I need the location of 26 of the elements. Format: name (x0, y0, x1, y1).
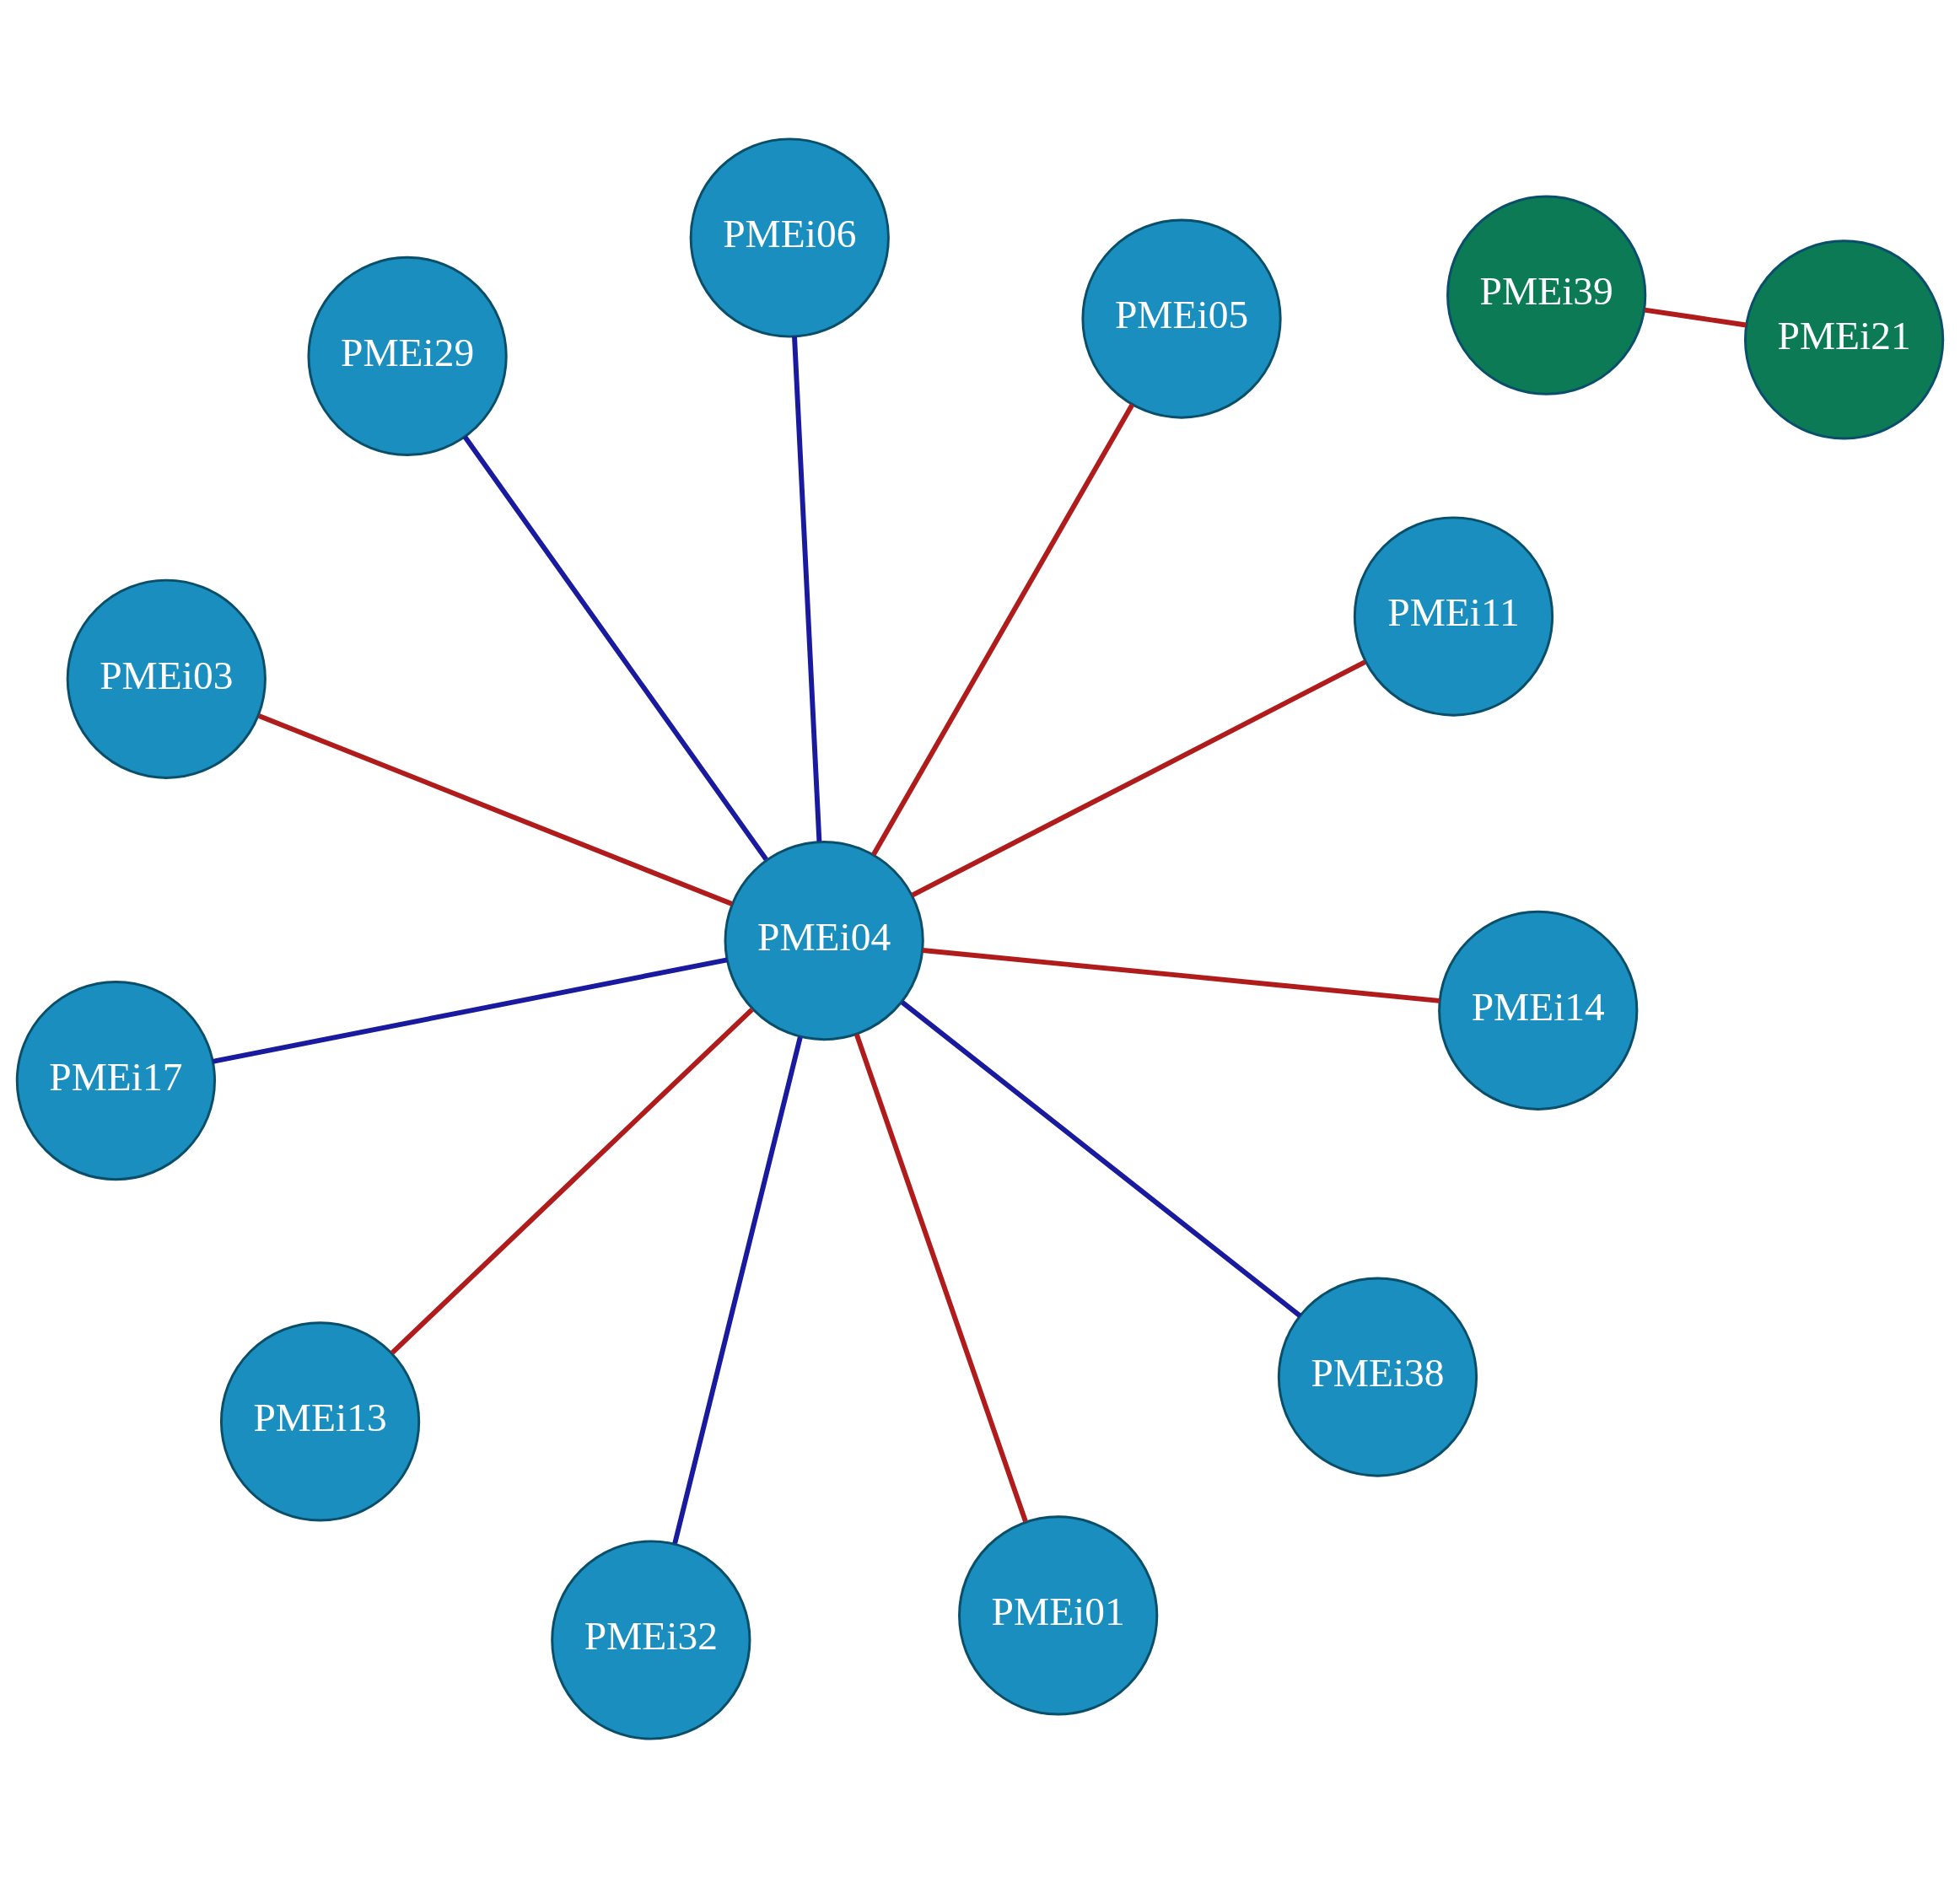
connector (258, 713, 733, 906)
connector (792, 336, 822, 842)
node-circle: PMEi14 (1438, 910, 1639, 1111)
node-circle: PMEi01 (958, 1514, 1159, 1716)
node-circle: PMEi38 (1277, 1276, 1478, 1477)
node-circle: PMEi04 (724, 840, 924, 1041)
connector (900, 999, 1302, 1318)
connector (911, 659, 1366, 897)
node-circle: PMEi32 (551, 1539, 751, 1740)
connector (922, 947, 1440, 1003)
connector (462, 434, 768, 861)
node-circle: PMEi13 (219, 1320, 421, 1522)
node-circle: PMEi17 (15, 980, 217, 1181)
connector (853, 1033, 1028, 1522)
node-circle: PMEi05 (1081, 218, 1282, 419)
connector (672, 1035, 803, 1544)
connector (390, 1007, 754, 1354)
node-circle: PMEi39 (1446, 195, 1647, 395)
connector (1644, 307, 1747, 327)
node-circle: PMEi29 (307, 255, 508, 456)
node-circle: PMEi11 (1353, 515, 1554, 717)
node-circle: PMEi06 (689, 137, 890, 338)
node-circle: PMEi03 (66, 578, 267, 779)
connector (871, 403, 1135, 856)
connector (212, 956, 728, 1064)
node-circle: PMEi21 (1743, 239, 1945, 440)
